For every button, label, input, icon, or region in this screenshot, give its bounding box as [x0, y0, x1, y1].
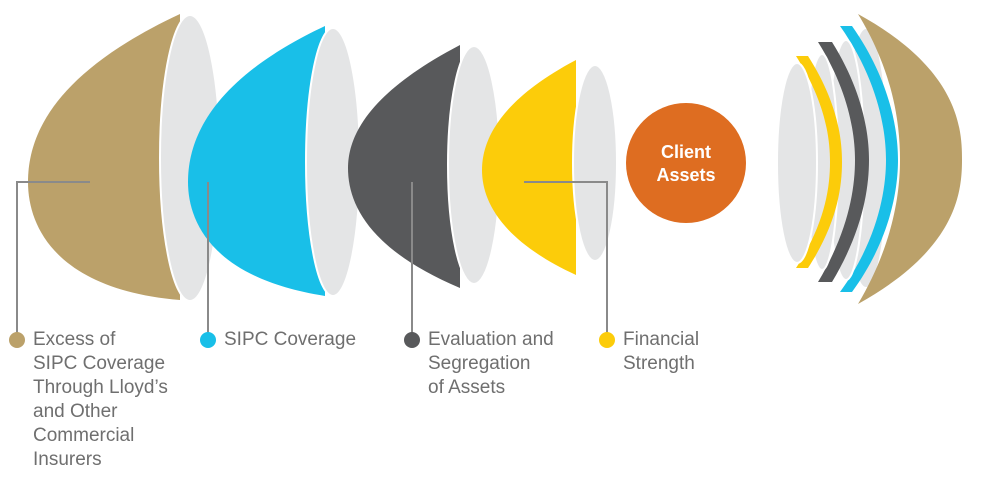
stack-yellow-lens	[776, 62, 818, 264]
legend-dot-financial	[599, 332, 615, 348]
excess-sipc-shell-body	[28, 14, 180, 300]
legend-dots	[9, 332, 615, 348]
evaluation-shell	[348, 45, 501, 288]
stack-charcoal-layer	[818, 42, 869, 282]
client-assets-line2: Assets	[656, 165, 715, 185]
sipc-shell-body	[188, 26, 325, 296]
stack-gold-shell	[858, 14, 962, 304]
label-evaluation: Evaluation and Segregation of Assets	[428, 329, 554, 398]
assembled-stack	[776, 14, 962, 304]
legend-dot-excess-sipc	[9, 332, 25, 348]
client-assets-line1: Client	[661, 142, 711, 162]
leader-lines	[16, 181, 608, 338]
evaluation-shell-body	[348, 45, 460, 288]
label-sipc: SIPC Coverage	[224, 329, 357, 350]
stack-blue-layer	[840, 26, 898, 292]
client-assets-circle	[626, 103, 746, 223]
client-assets-core: Client Assets	[626, 103, 746, 223]
leader-line-financial	[524, 181, 608, 338]
financial-shell-body	[482, 60, 576, 275]
financial-shell	[482, 60, 618, 275]
legend-dot-sipc	[200, 332, 216, 348]
label-financial: Financial Strength	[623, 329, 700, 374]
leader-line-excess-sipc	[16, 181, 90, 338]
sipc-shell	[188, 26, 361, 297]
financial-lens	[572, 64, 618, 262]
legend-dot-evaluation	[404, 332, 420, 348]
stack-yellow-layer	[796, 56, 842, 268]
label-excess-sipc: Excess of SIPC Coverage Through Lloyd’s …	[33, 329, 168, 470]
